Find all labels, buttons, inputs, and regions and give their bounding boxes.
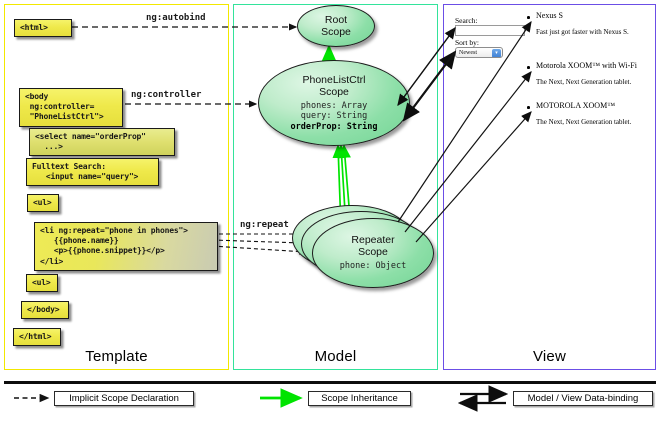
list-bullet xyxy=(527,106,530,109)
code-box-ul-close: <ul> xyxy=(26,274,58,293)
scope-repeater-props: phone: Object xyxy=(339,261,407,272)
list-bullet xyxy=(527,66,530,69)
code-box-body-controller: <body ng:controller= "PhoneListCtrl"> xyxy=(19,88,123,127)
scope-phonelistctrl-props: phones: Array query: String orderProp: S… xyxy=(290,100,378,132)
list-bullet xyxy=(527,16,530,19)
sort-select[interactable]: Newest ▾ xyxy=(455,47,503,58)
code-box-li-ng-repeat: <li ng:repeat="phone in phones"> {{phone… xyxy=(34,222,218,271)
chevron-updown-icon: ▾ xyxy=(492,49,501,57)
panel-model-label: Model xyxy=(314,348,357,365)
code-box-body-close: </body> xyxy=(21,301,69,320)
scope-repeater-title: Repeater Scope xyxy=(351,234,395,259)
phone-snippet: The Next, Next Generation tablet. xyxy=(536,118,632,126)
sort-label: Sort by: xyxy=(455,38,479,47)
panel-view-label: View xyxy=(532,348,567,365)
edge-label-ng-controller: ng:controller xyxy=(131,90,202,100)
phone-name: Motorola XOOM™ with Wi-Fi xyxy=(536,61,637,70)
phone-name: MOTOROLA XOOM™ xyxy=(536,101,616,110)
legend-item-scope-inheritance: Scope Inheritance xyxy=(308,391,411,406)
search-label: Search: xyxy=(455,16,478,25)
scope-root-title: Root Scope xyxy=(321,13,351,38)
code-box-html-open: <html> xyxy=(14,19,72,38)
code-box-fulltext-search: Fulltext Search: <input name="query"> xyxy=(26,158,159,187)
scope-phonelistctrl-title: PhoneListCtrl Scope xyxy=(302,73,366,98)
legend-item-implicit-scope-declaration: Implicit Scope Declaration xyxy=(54,391,194,406)
scope-phonelistctrl: PhoneListCtrl Scope phones: Array query:… xyxy=(258,60,410,146)
code-box-select-orderprop: <select name="orderProp" ...> xyxy=(29,128,175,157)
scope-root: Root Scope xyxy=(297,5,375,47)
sort-select-value: Newest xyxy=(459,49,477,56)
edge-label-ng-autobind: ng:autobind xyxy=(146,13,206,23)
panel-template-label: Template xyxy=(85,348,148,365)
phone-name: Nexus S xyxy=(536,11,563,20)
search-input[interactable] xyxy=(455,25,525,36)
legend-divider xyxy=(4,381,656,384)
code-box-ul-open: <ul> xyxy=(27,194,59,213)
edge-label-ng-repeat: ng:repeat xyxy=(240,220,289,230)
phone-snippet: Fast just got faster with Nexus S. xyxy=(536,28,629,36)
legend-item-model-view-data-binding: Model / View Data-binding xyxy=(513,391,653,406)
code-box-html-close: </html> xyxy=(13,328,61,347)
phone-snippet: The Next, Next Generation tablet. xyxy=(536,78,632,86)
